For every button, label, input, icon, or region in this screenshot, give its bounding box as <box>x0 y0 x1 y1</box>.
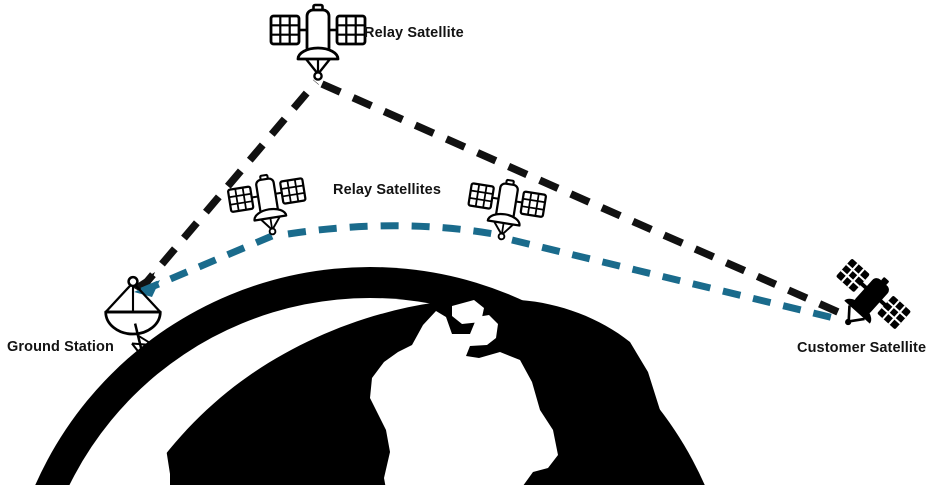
relay-satellite-top-icon[interactable] <box>269 3 367 82</box>
link-ground-to-relay-left <box>140 232 274 295</box>
continent-main <box>370 311 558 485</box>
arrowhead-ground-teal <box>134 280 160 297</box>
label-relay-satellite: Relay Satellite <box>364 25 464 41</box>
continent-peninsula <box>126 424 170 485</box>
earth-globe <box>0 255 940 485</box>
link-relay-right-to-customer <box>511 236 835 322</box>
continent-cutouts <box>126 300 558 485</box>
continent-notch <box>452 300 484 324</box>
link-ground-to-top-relay <box>137 79 319 293</box>
label-ground-station: Ground Station <box>7 339 114 355</box>
label-customer-satellite: Customer Satellite <box>797 340 926 356</box>
link-top-relay-to-customer <box>320 80 840 316</box>
link-relay-left-to-relay-right <box>287 222 495 238</box>
label-relay-satellites: Relay Satellites <box>333 182 441 198</box>
